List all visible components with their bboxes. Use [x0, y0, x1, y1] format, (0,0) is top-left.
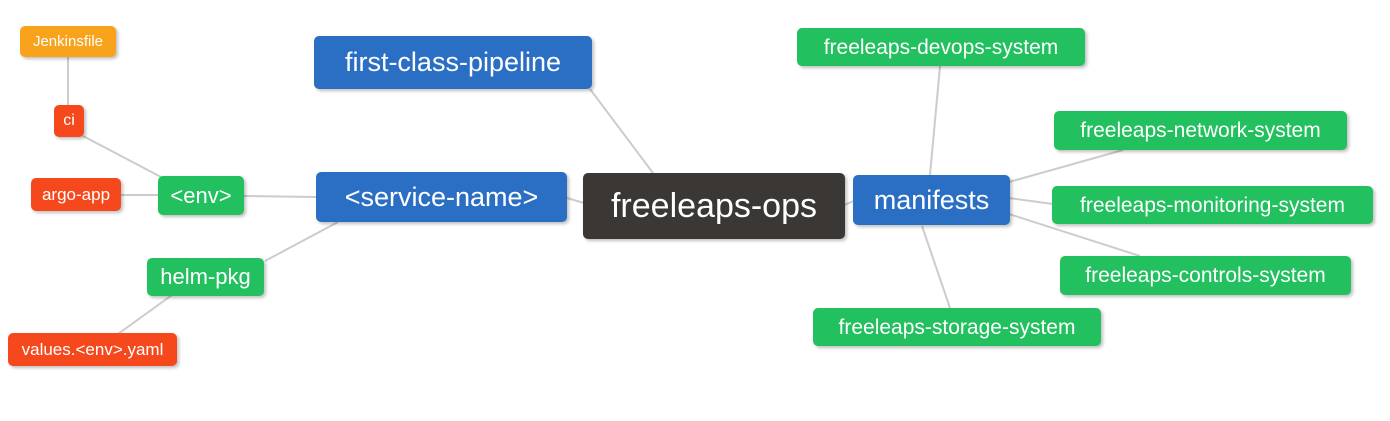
node-ci[interactable]: ci	[54, 105, 84, 137]
edge-manifests-monitoring	[1008, 197, 1054, 205]
edge-ci-env	[82, 135, 162, 178]
node-argo-app[interactable]: argo-app	[31, 178, 121, 211]
node-network-system[interactable]: freeleaps-network-system	[1054, 111, 1347, 150]
node-devops-system[interactable]: freeleaps-devops-system	[797, 28, 1085, 66]
edge-ops-manifests	[843, 200, 855, 206]
edge-env-service-name	[243, 195, 317, 198]
node-storage-system[interactable]: freeleaps-storage-system	[813, 308, 1101, 346]
node-env[interactable]: <env>	[158, 176, 244, 215]
edge-manifests-devops	[929, 65, 941, 176]
node-values-env-yaml[interactable]: values.<env>.yaml	[8, 333, 177, 366]
node-helm-pkg[interactable]: helm-pkg	[147, 258, 264, 296]
node-service-name[interactable]: <service-name>	[316, 172, 567, 222]
node-monitoring-system[interactable]: freeleaps-monitoring-system	[1052, 186, 1373, 224]
node-jenkinsfile[interactable]: Jenkinsfile	[20, 26, 116, 57]
edge-manifests-network	[1008, 149, 1124, 183]
edge-manifests-storage	[921, 225, 951, 309]
edge-helm-pkg-values	[117, 294, 173, 335]
edge-service-name-helm-pkg	[264, 221, 339, 262]
node-first-class-pipeline[interactable]: first-class-pipeline	[314, 36, 592, 89]
edge-service-name-ops	[566, 197, 585, 204]
node-controls-system[interactable]: freeleaps-controls-system	[1060, 256, 1351, 295]
node-manifests[interactable]: manifests	[853, 175, 1010, 225]
node-freeleaps-ops[interactable]: freeleaps-ops	[583, 173, 845, 239]
edge-manifests-controls	[1008, 213, 1141, 257]
edge-pipeline-ops	[589, 88, 654, 174]
